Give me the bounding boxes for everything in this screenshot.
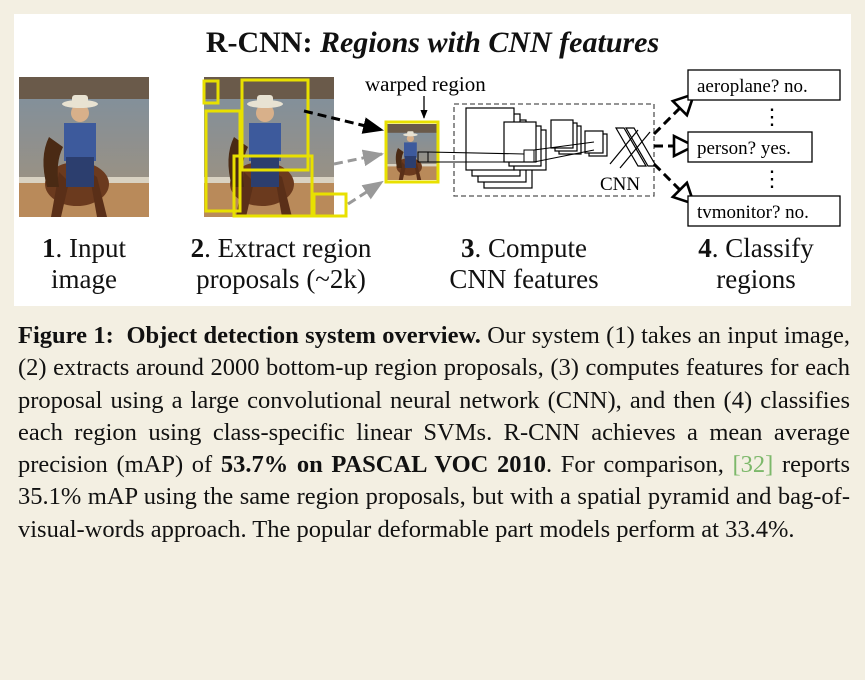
pipeline-diagram: warped region xyxy=(19,69,841,227)
title-italic: Regions with CNN features xyxy=(319,26,660,59)
output-aeroplane xyxy=(687,69,841,101)
figure-title: R-CNN: Regions with CNN features xyxy=(14,26,851,60)
ellipsis-top: ⋮ xyxy=(761,104,783,129)
cnn-box xyxy=(453,103,655,197)
caption-heading: Object detection system overview. xyxy=(126,322,481,349)
output-tvmonitor xyxy=(687,195,841,227)
ellipsis-bottom: ⋮ xyxy=(761,166,783,191)
figure-panel: R-CNN: Regions with CNN features xyxy=(14,14,851,306)
proposal-box xyxy=(232,154,314,218)
caption-result: 53.7% on PASCAL VOC 2010 xyxy=(220,451,546,479)
proposal-box xyxy=(312,192,348,218)
output-label-aeroplane: aeroplane? no. xyxy=(697,76,808,97)
proposal-box xyxy=(240,78,310,172)
caption-text-3: reports 35.1% mAP using the same region … xyxy=(18,451,850,543)
output-label-person: person? yes. xyxy=(697,138,791,159)
output-person xyxy=(687,131,813,163)
warped-region-label: warped region xyxy=(365,72,486,96)
region-proposal-boxes xyxy=(202,78,348,218)
input-image xyxy=(19,77,149,217)
caption-label: Figure 1: xyxy=(18,322,114,349)
proposal-box xyxy=(204,109,242,213)
output-label-tvmonitor: tvmonitor? no. xyxy=(697,202,809,223)
proposal-box xyxy=(202,79,220,105)
figure-caption: Figure 1: Object detection system overvi… xyxy=(18,320,850,546)
citation-link[interactable]: [32] xyxy=(732,451,774,479)
cnn-label: CNN xyxy=(600,174,640,195)
conv-layers xyxy=(465,107,608,189)
caption-text-2: . For comparison, xyxy=(545,451,733,479)
title-prefix: R-CNN: xyxy=(205,26,320,59)
caption-text-1: Our system (1) takes an input image, (2)… xyxy=(18,322,850,479)
